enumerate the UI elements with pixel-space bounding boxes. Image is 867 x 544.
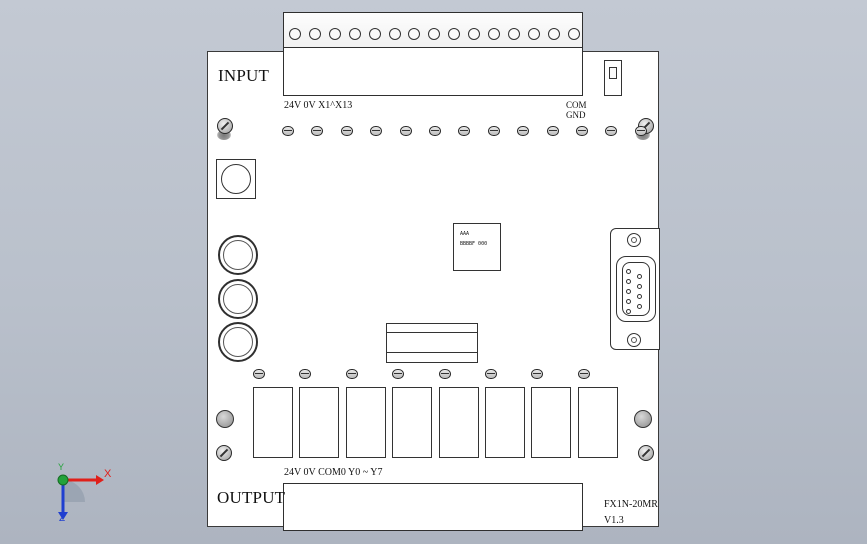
mount-hole-right: [634, 410, 652, 428]
terminal-screw: [567, 28, 580, 40]
dip-switch-lever: [609, 67, 617, 79]
heatsink-line: [387, 332, 477, 333]
input-pin: [517, 126, 530, 136]
output-pin: [577, 369, 590, 379]
z-axis-label: Z: [59, 513, 66, 524]
db9-pin: [626, 309, 631, 314]
db9-pin: [637, 294, 642, 299]
input-terminal-block: [283, 12, 583, 96]
controller-chip: AAA BBBBF 000: [453, 223, 501, 271]
relay: [392, 387, 433, 458]
input-pin: [370, 126, 383, 136]
coordinate-triad: X Y Z: [44, 462, 124, 532]
db9-pin: [637, 304, 642, 309]
terminal-screw: [527, 28, 540, 40]
db9-screw-top: [627, 233, 641, 247]
terminal-screw: [488, 28, 500, 40]
db9-pin: [626, 299, 631, 304]
mount-screw-top-left: [217, 118, 233, 134]
heatsink-line: [387, 352, 477, 353]
input-pin: [311, 126, 324, 136]
mount-screw-bottom-right: [638, 445, 654, 461]
y-axis-label: Y: [58, 462, 65, 472]
chip-line-1: AAA: [460, 231, 470, 237]
output-label: OUTPUT: [217, 488, 286, 507]
terminal-screw: [428, 28, 441, 40]
version-label: V1.3: [604, 515, 624, 526]
terminal-screw: [308, 28, 321, 40]
input-pin: [576, 126, 588, 136]
terminal-screw: [289, 28, 301, 40]
reset-button: [216, 159, 256, 199]
input-pin: [487, 126, 500, 136]
terminal-screw: [448, 28, 461, 40]
mount-screw-bottom-left: [216, 445, 232, 461]
input-pin: [399, 126, 412, 136]
relay: [531, 387, 572, 458]
db9-pin: [637, 284, 642, 289]
output-pin: [345, 369, 358, 379]
terminal-screw: [547, 28, 560, 40]
relay: [485, 387, 525, 458]
y-axis-dot: [57, 474, 69, 486]
capacitor-3: [218, 322, 258, 362]
input-pin: [429, 126, 441, 136]
gnd-label: GND: [566, 110, 586, 120]
triad-graphic: [57, 474, 104, 520]
input-pin: [282, 126, 294, 136]
model-label: FX1N-20MR: [604, 499, 658, 510]
output-pin: [253, 369, 265, 379]
terminal-screw: [388, 28, 401, 40]
db9-pin: [626, 279, 631, 284]
relay: [345, 387, 386, 458]
terminal-screw: [348, 28, 361, 40]
db9-pin: [637, 274, 642, 279]
db9-pin: [626, 289, 631, 294]
output-pin: [485, 369, 497, 379]
com-label: COM: [566, 100, 587, 110]
dip-switch: [604, 60, 622, 96]
terminal-screw: [507, 28, 520, 40]
chip-line-2: BBBBF 000: [460, 241, 488, 247]
screw-shadow: [217, 130, 231, 140]
terminal-screw-strip: [284, 13, 582, 48]
output-terminal-block: [283, 483, 583, 531]
output-pin: [392, 369, 405, 379]
input-pin: [340, 126, 353, 136]
input-label: INPUT: [218, 66, 270, 85]
input-pin: [458, 126, 471, 136]
z-axis-arrow: [58, 512, 68, 520]
db9-pin: [626, 269, 631, 274]
x-axis-label: X: [104, 468, 112, 480]
relay: [438, 387, 479, 458]
relay: [299, 387, 340, 458]
heatsink-block: [386, 323, 478, 363]
relay: [253, 387, 293, 458]
mount-hole-left: [216, 410, 234, 428]
input-pin: [546, 126, 559, 136]
capacitor-2: [218, 279, 258, 319]
terminal-screw: [328, 28, 341, 40]
terminal-screw: [408, 28, 421, 40]
input-pin: [605, 126, 618, 136]
x-axis-arrow: [96, 475, 104, 485]
terminal-screw: [468, 28, 481, 40]
terminal-screw: [368, 28, 381, 40]
db9-screw-bottom: [627, 333, 641, 347]
capacitor-1: [218, 235, 258, 275]
output-pin: [438, 369, 451, 379]
triad-plane-shade: [63, 480, 85, 502]
relay: [577, 387, 618, 458]
output-pin: [531, 369, 544, 379]
reset-button-cap: [221, 164, 251, 194]
input-pin: [634, 126, 647, 136]
input-terminal-label: 24V 0V X1^X13: [284, 100, 353, 111]
output-pin: [299, 369, 312, 379]
output-terminal-label: 24V 0V COM0 Y0 ~ Y7: [284, 467, 383, 478]
